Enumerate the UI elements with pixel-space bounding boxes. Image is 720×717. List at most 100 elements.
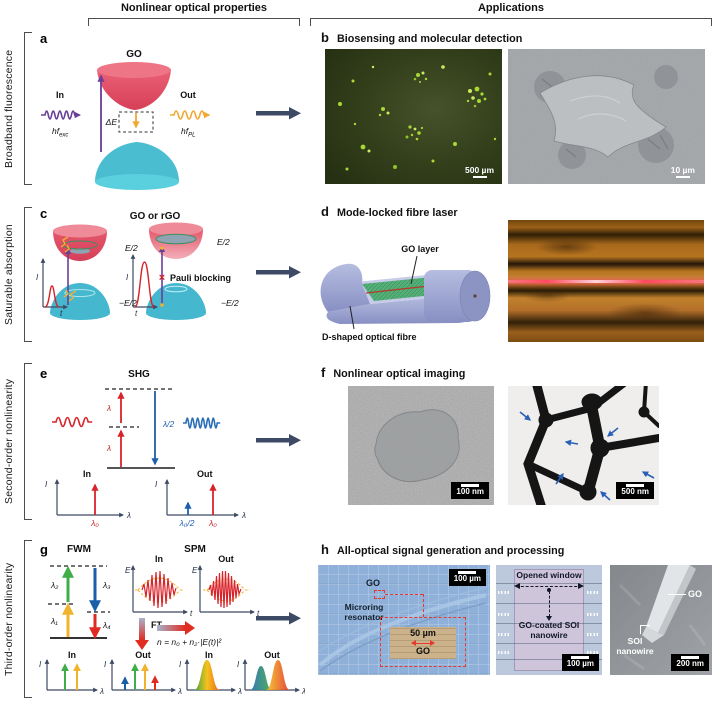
row-bracket-2: [24, 207, 32, 342]
scale-500um: 500 µm: [465, 165, 494, 178]
microring-chip-image: GO Microring resonator 50 µm GO 100 µm: [318, 565, 490, 675]
pointer-dashed-line: [549, 591, 550, 617]
pauli-blocking-label: Pauli blocking: [170, 273, 231, 283]
go-flake: [374, 409, 460, 482]
t-axis-label: t: [60, 309, 63, 318]
panel-h-title-row: h All-optical signal generation and proc…: [321, 542, 564, 557]
scale-bar: [626, 484, 645, 487]
nanowire-line: [496, 583, 602, 584]
tem-flake-image: 100 nm: [348, 386, 494, 505]
in-label: In: [155, 554, 163, 564]
out-label: Out: [135, 650, 151, 660]
arrow-row2-icon: [256, 266, 301, 279]
lambda4-label: λ₄: [102, 620, 111, 630]
neg-e-half-label-left: −E/2: [119, 298, 137, 308]
spm-out-spectrum: I λ Out: [237, 650, 305, 696]
applications-bracket: [310, 18, 712, 26]
in-spectrum-plot: In I λ λ₀: [45, 469, 131, 528]
spm-title: SPM: [184, 544, 206, 555]
fibre-leader: [349, 305, 355, 330]
panel-d-title-row: d Mode-locked fibre laser: [321, 204, 458, 219]
fwm-title: FWM: [67, 544, 91, 555]
panel-letter-f: f: [321, 365, 326, 380]
panel-letter-e: e: [40, 366, 48, 381]
soi-leader-v: [640, 625, 641, 634]
column-header-applications: Applications: [477, 2, 544, 14]
i-axis-label: I: [36, 273, 39, 282]
lambda1-label: λ₁: [50, 616, 58, 626]
lambda-axis-label: λ: [301, 687, 305, 696]
i-axis-label: I: [45, 480, 48, 489]
fibre-body: [320, 263, 491, 324]
lambda0-label: λ₀: [90, 518, 99, 528]
lambda3-label: λ₃: [102, 580, 111, 590]
panel-f-title: Nonlinear optical imaging: [333, 368, 466, 380]
i-axis-label: I: [155, 480, 158, 489]
row-label-third-order: Third-order nonlinearity: [3, 562, 15, 676]
column-header-properties: Nonlinear optical properties: [120, 2, 268, 14]
out-label: Out: [180, 90, 196, 100]
scale-bar: [472, 175, 487, 178]
go-dashed-box: [374, 590, 385, 599]
relaxation-squiggles: [60, 236, 77, 302]
go-label-film: GO: [415, 646, 430, 656]
out-label: Out: [264, 650, 280, 660]
zoom-region-dashed-rect: [380, 617, 466, 667]
cone-pair-unsaturated: [50, 224, 110, 320]
tick-marks: [587, 633, 600, 636]
tem-network-image: 500 nm: [508, 386, 659, 505]
lambda2-label: λ₂: [50, 580, 59, 590]
panel-h-title: All-optical signal generation and proces…: [336, 545, 565, 557]
fwm-in-spectrum: I λ In: [39, 650, 104, 696]
lambda-label-1: λ: [106, 443, 111, 453]
ft-transform-arrows: FT n = n₀ + n₂·|E(t)|²: [135, 618, 222, 650]
panel-c-title: GO or rGO: [130, 211, 181, 222]
delta-e-label: ΔE: [105, 117, 118, 127]
lambda-axis-label: λ: [126, 511, 131, 520]
panel-letter-h: h: [321, 542, 329, 557]
upper-dirac-cone: [97, 62, 171, 110]
row-label-saturable-absorption: Saturable absorption: [3, 224, 15, 325]
t-axis-label: t: [135, 309, 138, 318]
go-layer-leader: [410, 255, 418, 285]
opened-window-image: Opened window GO-coated SOI nanowire 100…: [496, 565, 602, 675]
laser-line: [508, 279, 704, 283]
tick-marks: [587, 591, 600, 594]
pauli-cross-icon: ×: [159, 272, 165, 284]
i-axis-label: I: [39, 660, 42, 669]
spm-out-pulse-plot: E t Out: [192, 554, 260, 618]
scale-200nm: 200 nm: [671, 654, 709, 671]
panel-d-title: Mode-locked fibre laser: [336, 207, 458, 219]
opened-window-label: Opened window: [516, 570, 582, 580]
cell-body: [539, 75, 667, 158]
go-label-sem: GO: [688, 589, 703, 599]
go-layer-label: GO layer: [401, 244, 439, 254]
panel-b-title-row: b Biosensing and molecular detection: [321, 30, 522, 45]
tick-marks: [587, 651, 600, 654]
i-axis-label: I: [104, 660, 107, 669]
tick-marks: [498, 613, 511, 616]
neg-e-half-label-right: −E/2: [221, 298, 239, 308]
lambda-axis-label: λ: [237, 687, 242, 696]
scale-50um-arrow: [411, 640, 435, 646]
annotation-dashed-line-h: [385, 594, 423, 595]
arrow-row3-icon: [256, 434, 301, 447]
e-axis-label: E: [192, 566, 198, 575]
energy-levels: [105, 388, 175, 469]
soi-leader-h: [640, 625, 650, 626]
left-hump: [320, 263, 370, 312]
arrow-row4-icon: [256, 612, 301, 625]
t-axis-label: t: [190, 609, 193, 618]
e-half-label-right: E/2: [217, 237, 230, 247]
cone-pair-saturated: [146, 222, 206, 320]
hf-pl-label: hfPL: [181, 126, 195, 139]
carbon-web: [523, 386, 659, 505]
intensity-plot-low: I t: [36, 258, 68, 318]
output-wave: [170, 110, 211, 120]
input-wave: [41, 110, 81, 120]
panel-letter-d: d: [321, 204, 329, 219]
panel-c-diagram: GO or rGO I t E/2 −E/2: [36, 211, 239, 320]
panel-letter-a: a: [40, 31, 48, 46]
lambda-label-2: λ: [106, 403, 111, 413]
